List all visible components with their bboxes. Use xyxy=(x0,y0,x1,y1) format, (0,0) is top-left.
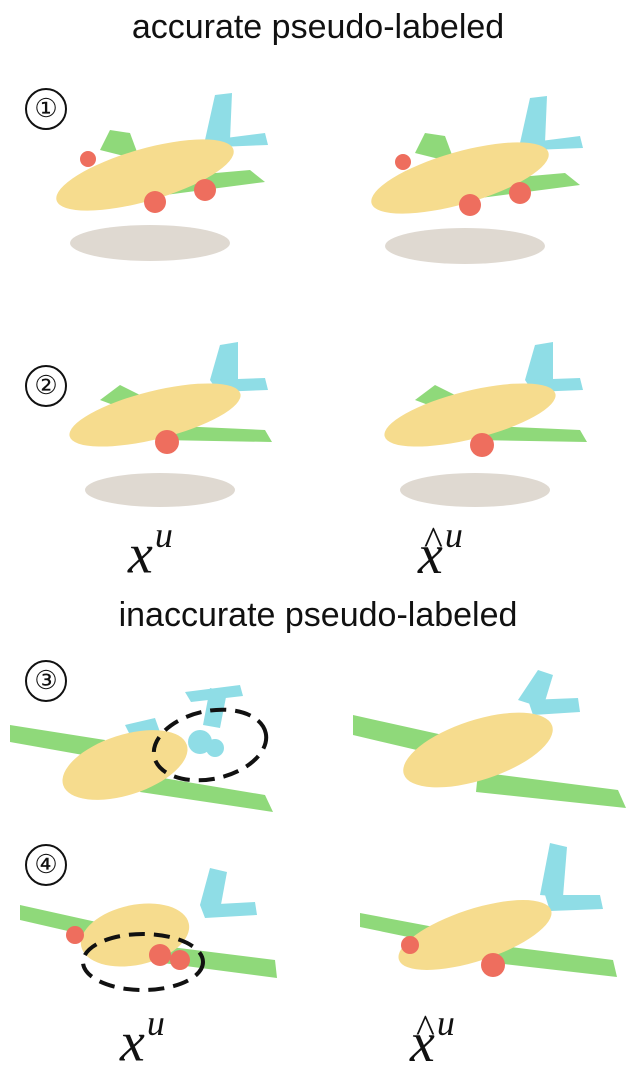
plane-1-original xyxy=(56,93,268,261)
plane-wing xyxy=(353,715,443,755)
plane-fuselage xyxy=(69,383,241,447)
label-x-u-bottom: xu xyxy=(120,1003,165,1074)
plane-engine xyxy=(66,926,84,944)
plane-3-original xyxy=(10,685,273,812)
plane-tail xyxy=(185,685,243,702)
marker-3: ③ xyxy=(25,660,67,702)
heading-accurate: accurate pseudo-labeled xyxy=(131,8,505,46)
plane-wing xyxy=(495,945,617,977)
plane-fuselage xyxy=(403,712,553,788)
plane-tail xyxy=(200,868,227,910)
error-highlight-ellipse xyxy=(151,707,269,783)
plane-wing xyxy=(476,772,626,808)
plane-engine xyxy=(459,194,481,216)
plane-engine xyxy=(509,182,531,204)
plane-1-augmented xyxy=(371,96,583,264)
plane-engine xyxy=(395,154,411,170)
plane-shadow xyxy=(70,225,230,261)
plane-tail xyxy=(205,93,232,140)
plane-tail xyxy=(545,895,603,911)
plane-wing xyxy=(140,775,273,812)
plane-tail xyxy=(210,342,238,380)
plane-fuselage xyxy=(62,730,188,800)
plane-engine xyxy=(80,151,96,167)
plane-fuselage xyxy=(384,383,556,447)
plane-tail xyxy=(206,739,224,757)
plane-fuselage xyxy=(398,900,552,970)
plane-tail xyxy=(520,96,547,143)
plane-tail xyxy=(200,902,257,918)
plane-4-original xyxy=(20,868,277,992)
label-xhat-u-bottom: ^xu xyxy=(410,1003,455,1074)
plane-engine xyxy=(481,953,505,977)
plane-shadow xyxy=(400,473,550,507)
plane-2-original xyxy=(69,342,272,507)
label-xhat-u-top: ^xu xyxy=(418,515,463,586)
plane-wing xyxy=(10,725,105,758)
heading-inaccurate: inaccurate pseudo-labeled xyxy=(118,596,518,634)
marker-2: ② xyxy=(25,365,67,407)
plane-engine xyxy=(470,433,494,457)
plane-shadow xyxy=(85,473,235,507)
plane-2-augmented xyxy=(384,342,587,507)
plane-tail xyxy=(525,342,553,380)
label-x-u-top: xu xyxy=(128,515,173,586)
plane-engine xyxy=(144,191,166,213)
plane-tail xyxy=(540,843,567,897)
error-highlight-ellipse xyxy=(81,932,205,992)
marker-4: ④ xyxy=(25,844,67,886)
plane-fuselage xyxy=(371,142,549,214)
plane-fuselage xyxy=(56,139,234,211)
plane-engine xyxy=(155,430,179,454)
plane-3-augmented xyxy=(353,670,626,808)
plane-4-augmented xyxy=(360,843,617,977)
plane-engine xyxy=(170,950,190,970)
plane-engine xyxy=(401,936,419,954)
plane-shadow xyxy=(385,228,545,264)
marker-1: ① xyxy=(25,88,67,130)
plane-engine xyxy=(194,179,216,201)
plane-tail xyxy=(528,698,580,715)
plane-tail xyxy=(518,670,553,708)
plane-engine xyxy=(149,944,171,966)
